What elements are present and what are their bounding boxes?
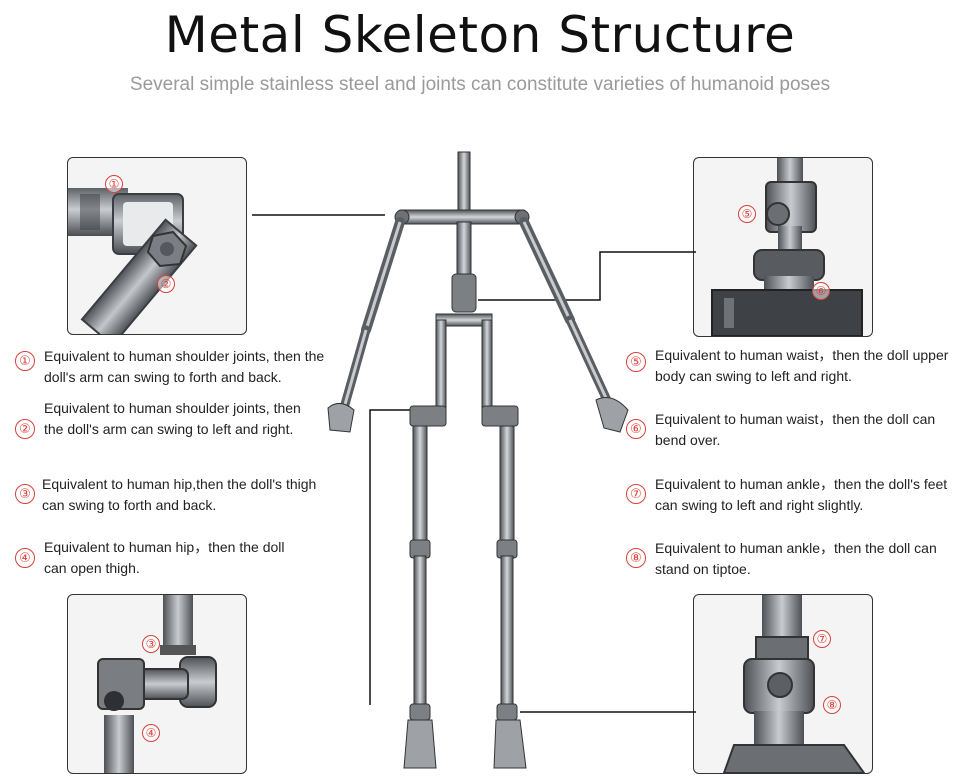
- left-arm: [327, 217, 405, 433]
- metal-skeleton-figure: [327, 151, 629, 769]
- callout-marker-4: ④: [142, 724, 160, 742]
- spine: [456, 221, 472, 277]
- hip-joint-image: [97, 595, 217, 773]
- right-hip-joint: [481, 405, 519, 427]
- joint-description-2: Equivalent to human shoulder joints, the…: [44, 400, 301, 437]
- right-knee: [496, 539, 518, 559]
- joint-number-2: ②: [15, 419, 35, 439]
- joint-number-1: ①: [15, 351, 35, 371]
- joint-description-8: Equivalent to human ankle，then the doll …: [655, 540, 937, 577]
- joint-number-5: ⑤: [626, 352, 646, 372]
- joint-description-3: Equivalent to human hip,then the doll's …: [42, 476, 317, 513]
- joint-description-4: Equivalent to human hip，then the doll ca…: [44, 539, 285, 576]
- left-shin: [413, 555, 427, 707]
- right-thigh: [499, 425, 515, 545]
- callout-marker-7: ⑦: [813, 630, 831, 648]
- shoulder-joint-image: [68, 188, 198, 334]
- waist-joint: [451, 273, 477, 313]
- callout-marker-8: ⑧: [823, 696, 841, 714]
- callout-marker-3: ③: [142, 635, 160, 653]
- joint-description-1: Equivalent to human shoulder joints, the…: [44, 348, 325, 385]
- callout-marker-2: ②: [157, 275, 175, 293]
- page-title: Metal Skeleton Structure: [164, 6, 796, 64]
- joint-description-6: Equivalent to human waist，then the doll …: [655, 411, 936, 448]
- shoulder-joint-closeup: ① ②: [67, 157, 247, 335]
- joint-number-3: ③: [15, 484, 35, 504]
- left-knee: [409, 539, 431, 559]
- callout-marker-5: ⑤: [738, 205, 756, 223]
- left-hip-joint: [409, 405, 447, 427]
- left-ankle: [409, 703, 431, 721]
- joint-number-4: ④: [15, 548, 35, 568]
- joint-description-7: Equivalent to human ankle，then the doll'…: [655, 476, 948, 513]
- joint-number-6: ⑥: [626, 419, 646, 439]
- hip-joint-closeup: ③ ④: [67, 594, 247, 774]
- callout-marker-6: ⑥: [812, 282, 830, 300]
- head-post: [457, 151, 471, 213]
- left-foot: [403, 719, 437, 769]
- waist-joint-closeup: ⑤ ⑥: [693, 157, 873, 337]
- pelvis-left: [435, 319, 447, 413]
- ankle-joint-closeup: ⑦ ⑧: [693, 594, 873, 774]
- right-arm: [519, 217, 629, 433]
- waist-joint-image: [711, 158, 863, 336]
- page-subtitle: Several simple stainless steel and joint…: [129, 74, 831, 95]
- ankle-joint-image: [722, 595, 866, 773]
- left-thigh: [412, 425, 428, 545]
- pelvis-right: [481, 319, 493, 413]
- joint-number-7: ⑦: [626, 484, 646, 504]
- right-foot: [493, 719, 527, 769]
- joint-description-5: Equivalent to human waist，then the doll …: [655, 347, 949, 384]
- joint-number-8: ⑧: [626, 548, 646, 568]
- callout-marker-1: ①: [105, 175, 123, 193]
- right-ankle: [496, 703, 518, 721]
- right-shin: [500, 555, 514, 707]
